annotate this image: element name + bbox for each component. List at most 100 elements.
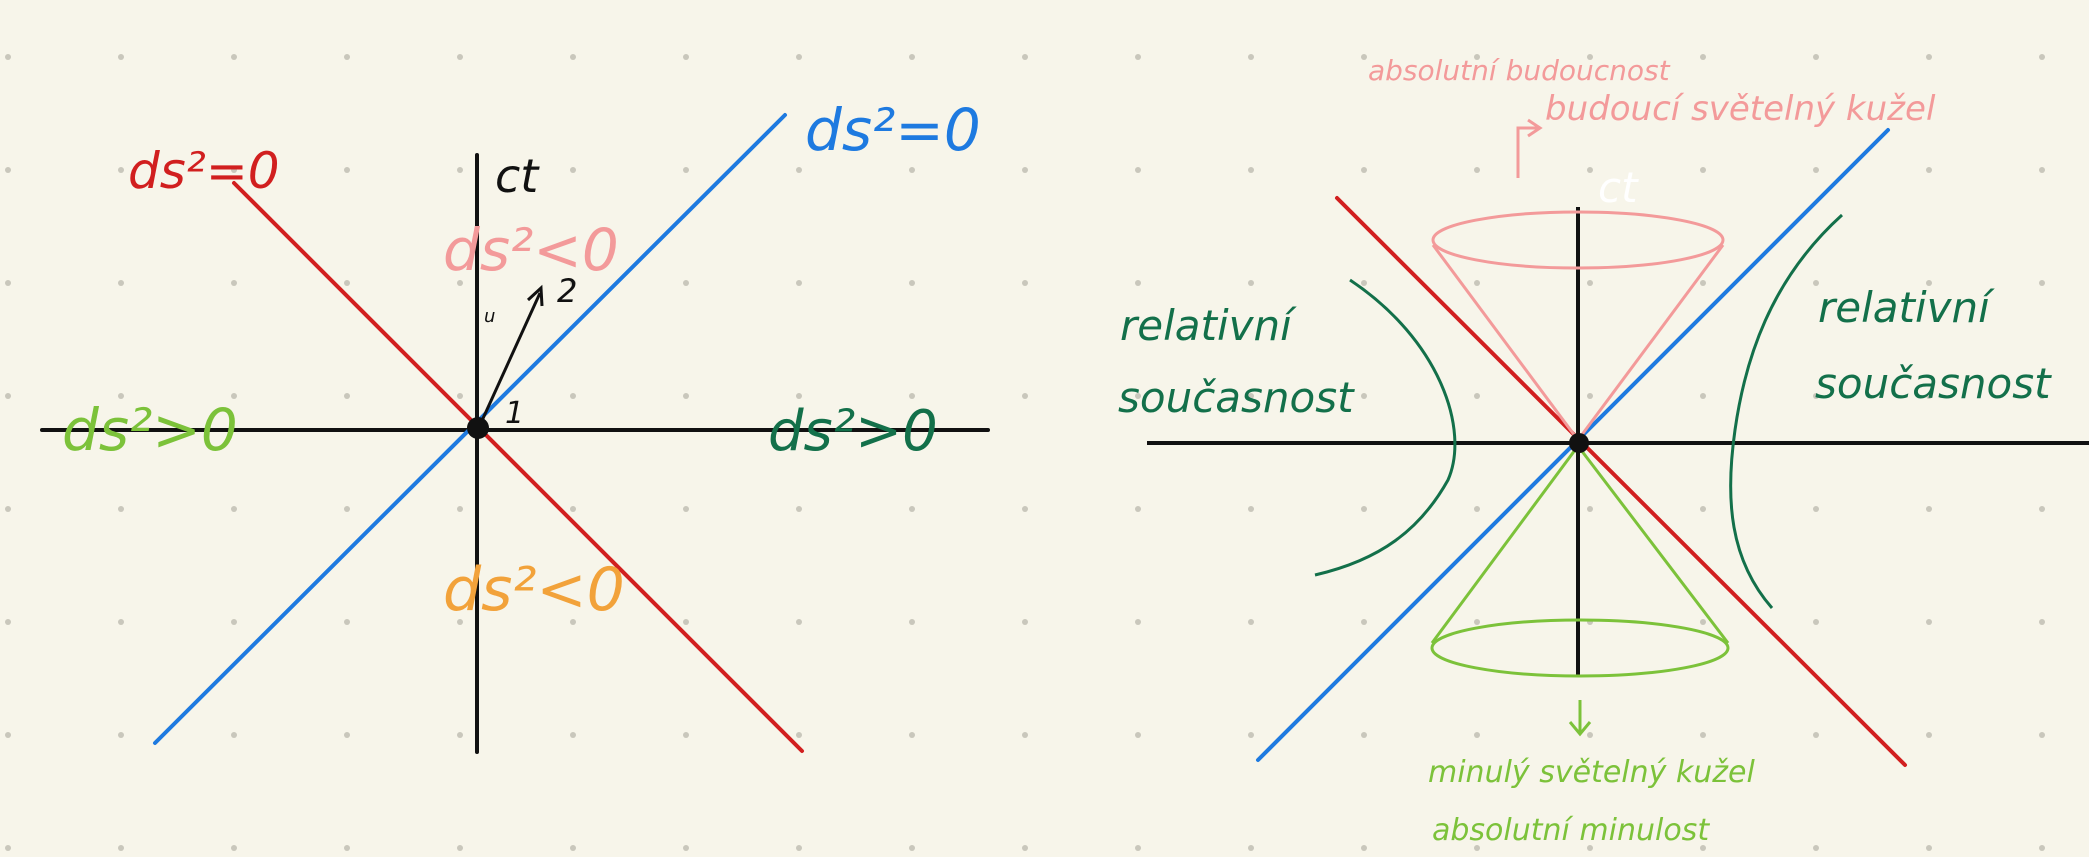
grid-dot bbox=[1361, 280, 1367, 286]
grid-dot bbox=[1926, 167, 1932, 173]
grid-dot bbox=[796, 280, 802, 286]
grid-dot bbox=[1474, 167, 1480, 173]
absolute-future-label: absolutní budoucnost bbox=[1368, 54, 1671, 87]
grid-dot bbox=[1813, 732, 1819, 738]
past-label-pointer bbox=[1568, 700, 1592, 737]
event-2-label: 2 bbox=[557, 272, 577, 310]
left-worldline-vector bbox=[478, 292, 542, 426]
grid-dot bbox=[1587, 280, 1593, 286]
grid-dot bbox=[231, 167, 237, 173]
grid-dot bbox=[1135, 619, 1141, 625]
grid-dot bbox=[231, 845, 237, 851]
grid-dot bbox=[231, 506, 237, 512]
grid-dot bbox=[5, 506, 11, 512]
grid-dot bbox=[344, 54, 350, 60]
grid-dot bbox=[1813, 167, 1819, 173]
grid-dot bbox=[570, 393, 576, 399]
grid-dot bbox=[1587, 167, 1593, 173]
grid-dot bbox=[2039, 54, 2045, 60]
grid-dot bbox=[457, 619, 463, 625]
grid-dot bbox=[457, 506, 463, 512]
relative-present-boundary-right bbox=[1729, 213, 1844, 609]
grid-dot bbox=[1022, 732, 1028, 738]
grid-dot bbox=[118, 54, 124, 60]
grid-dot bbox=[344, 732, 350, 738]
grid-dot bbox=[1474, 845, 1480, 851]
grid-dot bbox=[1926, 54, 1932, 60]
event-1-label: 1 bbox=[505, 396, 524, 431]
grid-dot bbox=[118, 506, 124, 512]
grid-dot bbox=[5, 393, 11, 399]
grid-dot bbox=[457, 280, 463, 286]
grid-dot bbox=[1813, 280, 1819, 286]
left-ct-axis-label: ct bbox=[495, 149, 540, 203]
grid-dot bbox=[570, 54, 576, 60]
grid-dot bbox=[1022, 845, 1028, 851]
right-lightline-red bbox=[1335, 196, 1907, 767]
grid-dot bbox=[683, 845, 689, 851]
grid-dot bbox=[1135, 845, 1141, 851]
grid-dot bbox=[231, 619, 237, 625]
grid-dot bbox=[1700, 845, 1706, 851]
timelike-past-label: ds²<0 bbox=[443, 555, 625, 625]
grid-dot bbox=[1361, 845, 1367, 851]
grid-dot bbox=[1926, 280, 1932, 286]
grid-dot bbox=[1926, 732, 1932, 738]
grid-dot bbox=[796, 506, 802, 512]
grid-dot bbox=[1474, 393, 1480, 399]
grid-dot bbox=[457, 393, 463, 399]
grid-dot bbox=[457, 167, 463, 173]
grid-dot bbox=[1361, 619, 1367, 625]
spacelike-left-label: ds²>0 bbox=[62, 396, 238, 464]
grid-dot bbox=[570, 845, 576, 851]
grid-dot bbox=[1587, 393, 1593, 399]
grid-dot bbox=[1135, 54, 1141, 60]
spacelike-right-label: ds²>0 bbox=[768, 399, 938, 464]
grid-dot bbox=[118, 845, 124, 851]
grid-dot bbox=[909, 845, 915, 851]
grid-dot bbox=[1700, 732, 1706, 738]
grid-dot bbox=[1361, 393, 1367, 399]
grid-dot bbox=[570, 167, 576, 173]
grid-dot bbox=[231, 393, 237, 399]
grid-dot bbox=[1700, 167, 1706, 173]
right-spacetime-diagram: ct absolutní budoucnost budoucí světelný… bbox=[1118, 54, 2089, 848]
grid-dot bbox=[1813, 393, 1819, 399]
grid-dot bbox=[5, 54, 11, 60]
future-light-cone-label: budoucí světelný kužel bbox=[1545, 89, 1936, 129]
grid-dot bbox=[1813, 54, 1819, 60]
grid-dot bbox=[909, 393, 915, 399]
grid-dot bbox=[683, 393, 689, 399]
left-red-lightline-label: ds²=0 bbox=[128, 142, 280, 200]
absolute-past-label: absolutní minulost bbox=[1432, 813, 1710, 848]
grid-dot bbox=[5, 619, 11, 625]
grid-dot bbox=[1926, 845, 1932, 851]
dot-grid-background bbox=[5, 54, 2045, 851]
grid-dot bbox=[1248, 54, 1254, 60]
grid-dot bbox=[1474, 54, 1480, 60]
past-light-cone bbox=[1430, 445, 1730, 678]
grid-dot bbox=[1700, 280, 1706, 286]
grid-dot bbox=[1700, 393, 1706, 399]
grid-dot bbox=[1022, 167, 1028, 173]
grid-dot bbox=[2039, 393, 2045, 399]
left-blue-lightline-label: ds²=0 bbox=[805, 96, 981, 164]
grid-dot bbox=[1022, 506, 1028, 512]
grid-dot bbox=[344, 506, 350, 512]
timelike-future-label: ds²<0 bbox=[443, 216, 619, 284]
grid-dot bbox=[909, 619, 915, 625]
grid-dot bbox=[1926, 619, 1932, 625]
grid-dot bbox=[1474, 280, 1480, 286]
relative-present-right-line1: relativní bbox=[1818, 283, 1995, 332]
grid-dot bbox=[796, 393, 802, 399]
grid-dot bbox=[796, 167, 802, 173]
grid-dot bbox=[570, 732, 576, 738]
grid-dot bbox=[118, 619, 124, 625]
grid-dot bbox=[1248, 845, 1254, 851]
grid-dot bbox=[5, 280, 11, 286]
grid-dot bbox=[231, 54, 237, 60]
grid-dot bbox=[5, 732, 11, 738]
grid-dot bbox=[118, 393, 124, 399]
grid-dot bbox=[118, 280, 124, 286]
